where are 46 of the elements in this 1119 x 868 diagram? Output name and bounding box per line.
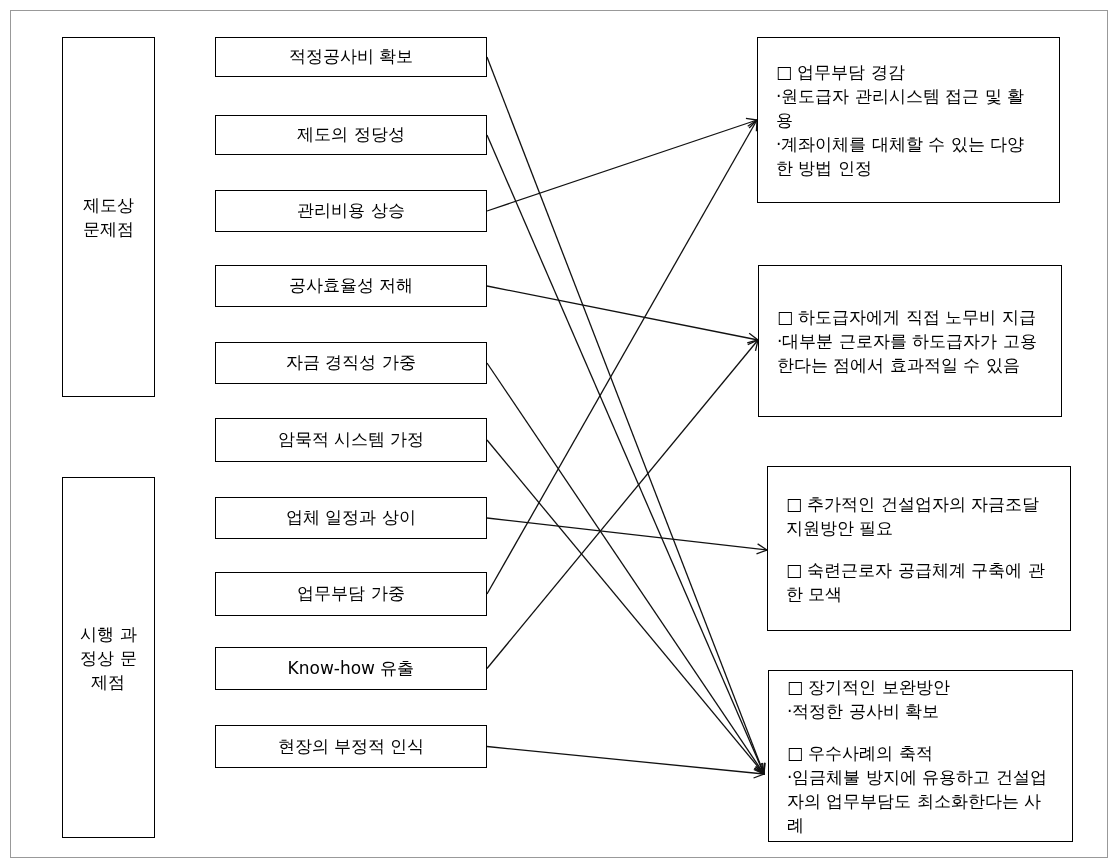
problem-box (215, 725, 487, 768)
problem-box (215, 418, 487, 462)
category-box (62, 477, 155, 838)
solution-heading: □ 숙련근로자 공급체계 구축에 관한 모색 (786, 558, 1046, 606)
category-label: 시행 과정상 문제점 (79, 622, 138, 694)
solution-text: ·계좌이체를 대체할 수 있는 다양한 방법 인정 (776, 133, 1026, 180)
solution-text: □ 업무부담 경감 (776, 61, 906, 84)
solution-text: □ 추가적인 건설업자의 자금조달 지원방안 필요 (786, 492, 1041, 540)
solution-text: ·대부분 근로자를 하도급자가 고용한다는 점에서 효과적일 수 있음 (777, 330, 1038, 377)
problem-box (215, 190, 487, 232)
solution-text: □ 우수사례의 축적 (787, 742, 934, 765)
solution-text: □ 하도급자에게 직접 노무비 지급 (777, 306, 1037, 329)
problem-box (215, 647, 487, 690)
problem-label: 업체 일정과 상이 (286, 506, 416, 530)
solution-text: ·적정한 공사비 확보 (787, 700, 941, 723)
solution-box (767, 466, 1071, 631)
solution-text: ·원도급자 관리시스템 접근 및 활용 (776, 85, 1026, 132)
solution-box (768, 670, 1073, 842)
problem-label: 현장의 부정적 인식 (277, 734, 425, 758)
arrow (486, 285, 759, 344)
category-box (62, 37, 155, 397)
problem-box (215, 265, 487, 307)
problem-box (215, 115, 487, 155)
solution-text: □ 장기적인 보완방안 (787, 676, 951, 699)
problem-label: 공사효율성 저해 (288, 274, 414, 298)
problem-label: Know-how 유출 (287, 656, 415, 680)
problem-box (215, 342, 487, 384)
solution-box (758, 265, 1062, 417)
arrow (486, 439, 765, 775)
arrow (486, 117, 758, 212)
problem-label: 제도의 정당성 (297, 123, 405, 147)
problem-label: 업무부담 가중 (297, 582, 405, 606)
arrow (486, 745, 765, 779)
problem-label: 적정공사비 확보 (288, 45, 414, 69)
problem-label: 자금 경직성 가중 (286, 351, 416, 375)
arrow (486, 339, 759, 670)
problem-box (215, 37, 487, 77)
problem-box (215, 497, 487, 539)
problem-label: 암묵적 시스템 가정 (277, 428, 425, 452)
solution-box (757, 37, 1060, 203)
problem-label: 관리비용 상승 (297, 199, 405, 223)
solution-text: ·임금체불 방지에 유용하고 건설업자의 업무부담도 최소화한다는 사례 (787, 766, 1048, 837)
arrow (486, 517, 768, 555)
problem-box (215, 572, 487, 616)
arrow (486, 119, 758, 595)
category-label: 제도상 문제점 (82, 194, 135, 241)
